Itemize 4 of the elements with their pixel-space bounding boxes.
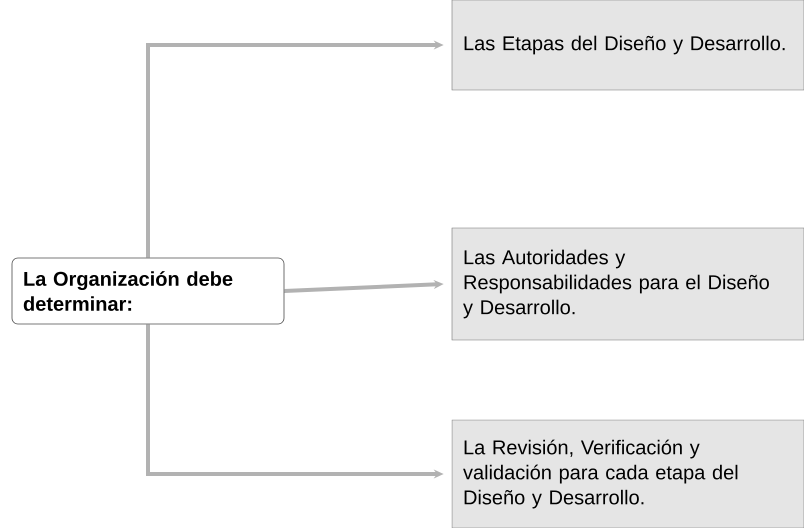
topic-box: Las Autoridades y Responsabilidades para el Diseño y Desarrollo. [452,228,804,340]
topic-box: La Revisión, Verificación y validación para cada etapa del Diseño y Desarrollo. [452,420,804,528]
root-box: La Organización debe determinar: [12,258,284,324]
topic-box: Las Etapas del Diseño y Desarrollo. [452,0,804,90]
